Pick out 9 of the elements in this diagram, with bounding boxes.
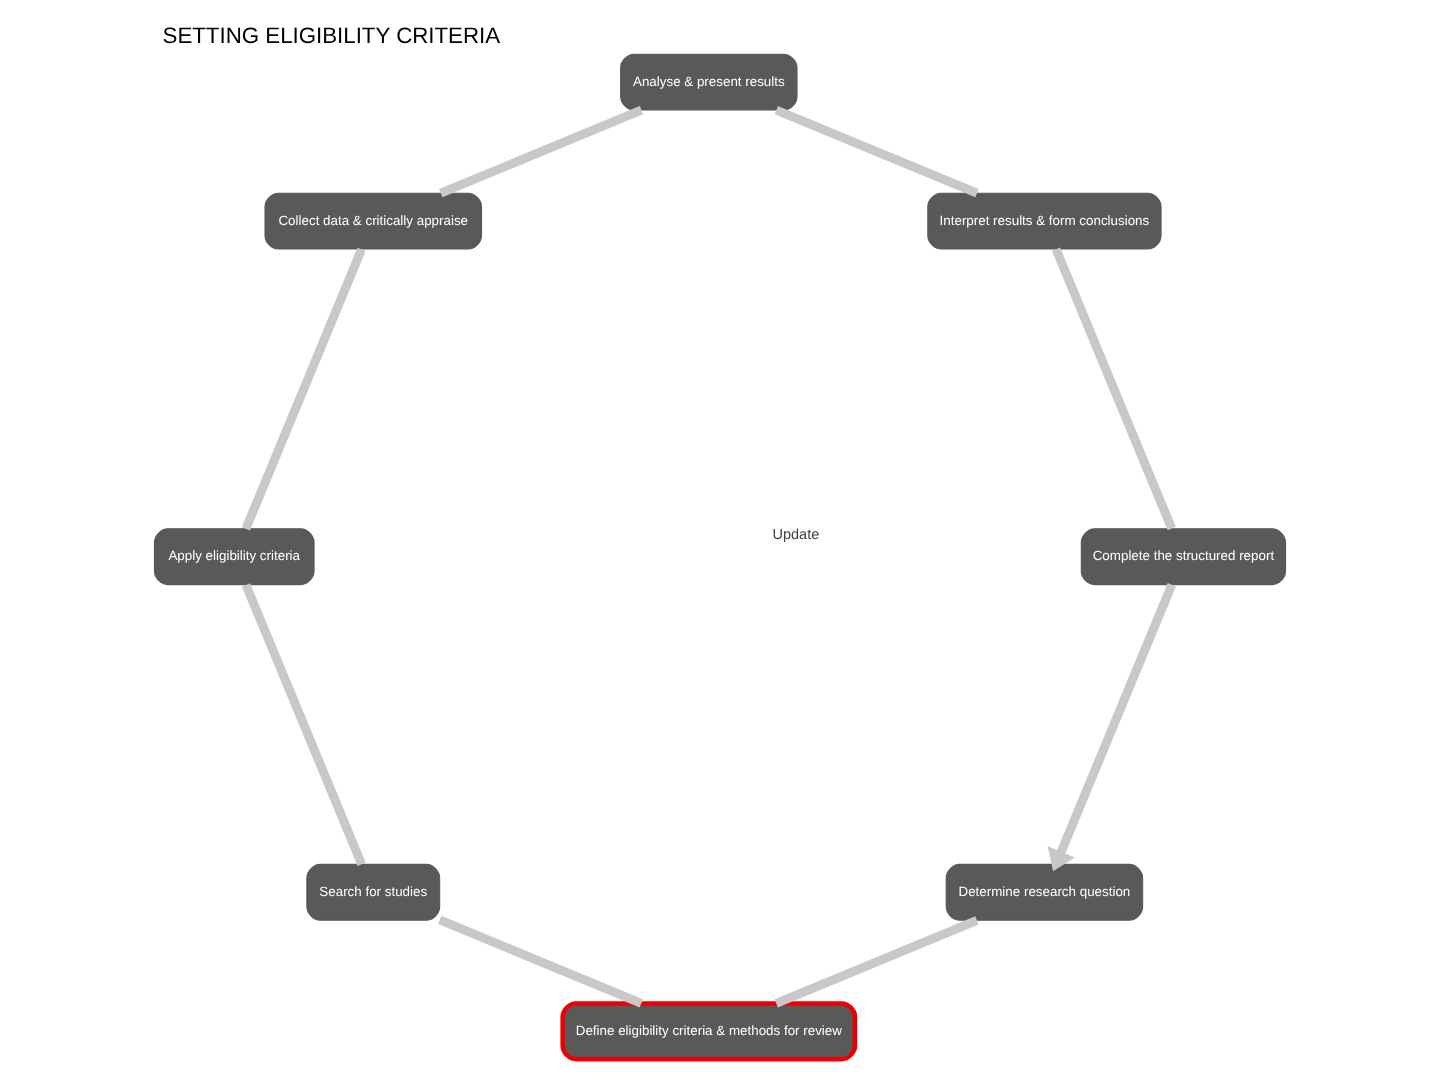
connector [439,105,644,198]
diagram-title: SETTING ELIGIBILITY CRITERIA [162,25,501,50]
arrow [1047,583,1176,872]
connector [241,247,366,531]
connector [774,106,979,198]
connector [241,583,366,866]
connector [774,916,979,1008]
connector [1051,247,1176,531]
connector [438,915,644,1008]
